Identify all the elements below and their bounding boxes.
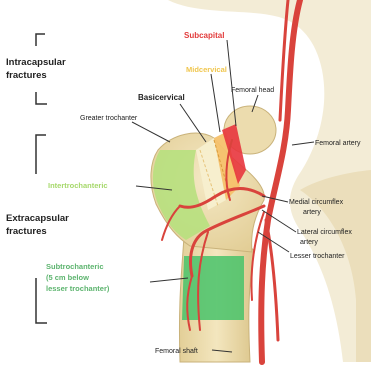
femoral-shaft-label: Femoral shaft bbox=[155, 348, 198, 355]
intracapsular-bracket-bottom bbox=[36, 92, 47, 104]
midcervical-label: Midcervical bbox=[186, 65, 227, 74]
femoral-head-label: Femoral head bbox=[231, 87, 274, 94]
medial-circumflex-label-line1: Medial circumflex bbox=[289, 199, 344, 206]
extracapsular-bracket-top bbox=[36, 135, 46, 174]
intracapsular-label-line1: Intracapsular bbox=[6, 57, 66, 68]
lateral-circumflex-label-line1: Lateral circumflex bbox=[297, 229, 352, 236]
subtrochanteric-label-line1: Subtrochanteric bbox=[46, 262, 104, 271]
intertrochanteric-label: Intertrochanteric bbox=[48, 181, 108, 190]
lesser-trochanter-label: Lesser trochanter bbox=[290, 253, 345, 260]
intracapsular-label-line2: fractures bbox=[6, 70, 47, 81]
medial-circumflex-label-line2: artery bbox=[303, 209, 321, 216]
subcapital-label: Subcapital bbox=[184, 31, 224, 40]
subtrochanteric-label-line2: (5 cm below bbox=[46, 273, 89, 282]
femoral-artery bbox=[261, 0, 300, 362]
greater-trochanter-label: Greater trochanter bbox=[80, 115, 138, 122]
extracapsular-label-line1: Extracapsular bbox=[6, 213, 69, 224]
intracapsular-bracket-top bbox=[36, 34, 45, 46]
extracapsular-label-line2: fractures bbox=[6, 226, 47, 237]
basicervical-label: Basicervical bbox=[138, 93, 185, 102]
lateral-circumflex-label-line2: artery bbox=[300, 239, 318, 246]
subtrochanteric-label-line3: lesser trochanter) bbox=[46, 284, 110, 293]
femoral-artery-label: Femoral artery bbox=[315, 140, 361, 147]
